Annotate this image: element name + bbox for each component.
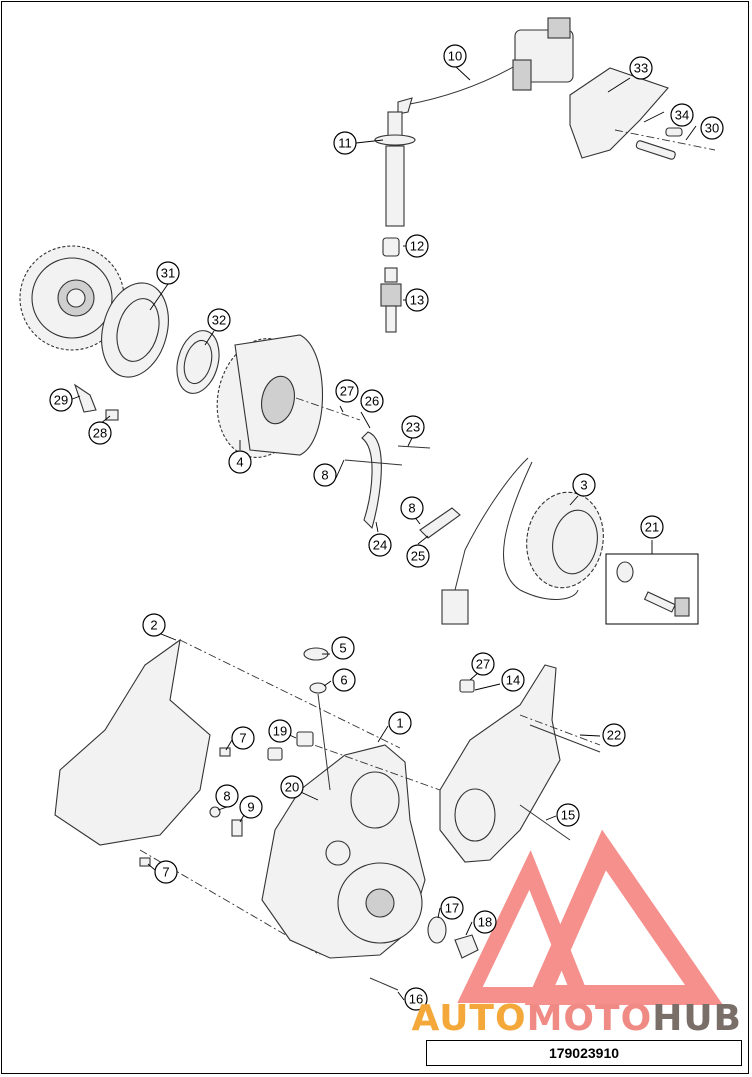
svg-text:9: 9 xyxy=(247,800,254,815)
svg-text:21: 21 xyxy=(645,520,659,535)
watermark-logo: AUTOMOTOHUB xyxy=(411,998,742,1039)
bearing-ring xyxy=(176,330,220,394)
spark-plug-connector xyxy=(374,97,416,227)
callout-1: 1 xyxy=(388,711,412,735)
callout-20: 20 xyxy=(280,775,304,799)
callout-29: 29 xyxy=(49,388,73,412)
callout-27a: 27 xyxy=(335,379,359,403)
svg-text:8: 8 xyxy=(223,789,230,804)
callout-14: 14 xyxy=(501,668,525,692)
svg-text:17: 17 xyxy=(445,901,459,916)
callout-8a: 8 xyxy=(313,463,337,487)
coil-bracket xyxy=(569,67,716,160)
callout-28: 28 xyxy=(88,421,112,445)
callout-16: 16 xyxy=(404,987,428,1011)
callout-7b: 7 xyxy=(154,860,178,884)
ignition-cover xyxy=(261,739,441,959)
svg-text:5: 5 xyxy=(339,641,346,656)
svg-text:1: 1 xyxy=(396,716,403,731)
callout-10: 10 xyxy=(443,44,467,68)
starter-gear xyxy=(19,245,125,351)
callout-15: 15 xyxy=(556,803,580,827)
freewheel xyxy=(101,282,169,378)
svg-text:33: 33 xyxy=(634,61,648,76)
watermark-hub: HUB xyxy=(652,998,742,1039)
svg-text:8: 8 xyxy=(408,501,415,516)
svg-text:28: 28 xyxy=(93,426,107,441)
callout-9: 9 xyxy=(239,795,263,819)
svg-text:32: 32 xyxy=(212,313,226,328)
svg-text:25: 25 xyxy=(411,549,425,564)
svg-text:31: 31 xyxy=(161,266,175,281)
svg-text:11: 11 xyxy=(338,136,352,151)
callout-21: 21 xyxy=(640,515,664,539)
callout-22: 22 xyxy=(602,723,626,747)
callout-2: 2 xyxy=(142,613,166,637)
svg-text:26: 26 xyxy=(365,394,379,409)
watermark-auto: AUTO xyxy=(411,998,527,1039)
callout-23: 23 xyxy=(401,415,425,439)
callout-33: 33 xyxy=(629,56,653,80)
callout-13: 13 xyxy=(405,288,429,312)
callout-7a: 7 xyxy=(231,726,255,750)
rotor xyxy=(216,334,361,458)
svg-text:12: 12 xyxy=(410,239,424,254)
svg-text:27: 27 xyxy=(340,384,354,399)
svg-text:14: 14 xyxy=(506,673,520,688)
svg-text:8: 8 xyxy=(321,468,328,483)
callout-5: 5 xyxy=(331,636,355,660)
svg-text:13: 13 xyxy=(410,293,424,308)
callout-12: 12 xyxy=(405,234,429,258)
document-number: 179023910 xyxy=(426,1040,742,1066)
svg-text:3: 3 xyxy=(580,478,587,493)
svg-text:30: 30 xyxy=(705,121,719,136)
svg-text:4: 4 xyxy=(236,455,243,470)
callout-3: 3 xyxy=(572,473,596,497)
svg-text:7: 7 xyxy=(239,731,246,746)
svg-text:22: 22 xyxy=(607,728,621,743)
callout-32: 32 xyxy=(207,308,231,332)
leader-lines xyxy=(69,65,697,1001)
svg-text:19: 19 xyxy=(273,724,287,739)
callout-27b: 27 xyxy=(471,652,495,676)
svg-text:23: 23 xyxy=(406,420,420,435)
pump-cover xyxy=(439,664,601,863)
callout-8c: 8 xyxy=(215,784,239,808)
svg-text:24: 24 xyxy=(373,538,387,553)
callout-34: 34 xyxy=(670,103,694,127)
small-parts xyxy=(73,383,601,991)
callout-18: 18 xyxy=(473,910,497,934)
callout-30: 30 xyxy=(700,116,724,140)
ignition-coil-assembly xyxy=(404,17,574,106)
callout-26: 26 xyxy=(360,389,384,413)
callout-24: 24 xyxy=(368,533,392,557)
callout-19: 19 xyxy=(268,719,292,743)
svg-text:10: 10 xyxy=(448,49,462,64)
spark-plug xyxy=(380,237,402,333)
callout-25: 25 xyxy=(406,544,430,568)
svg-text:16: 16 xyxy=(409,992,423,1007)
callout-17: 17 xyxy=(440,896,464,920)
watermark-moto: MOTO xyxy=(526,998,653,1039)
stator xyxy=(441,457,604,625)
svg-text:34: 34 xyxy=(675,108,689,123)
callout-8b: 8 xyxy=(400,496,424,520)
svg-text:2: 2 xyxy=(150,618,157,633)
chain-guides xyxy=(344,431,461,539)
callout-4: 4 xyxy=(228,450,252,474)
watermark-triangle xyxy=(457,829,724,1005)
svg-text:15: 15 xyxy=(561,808,575,823)
callout-6: 6 xyxy=(332,668,356,692)
svg-text:20: 20 xyxy=(285,780,299,795)
detail-box xyxy=(605,540,699,625)
callout-31: 31 xyxy=(156,261,180,285)
svg-text:6: 6 xyxy=(340,673,347,688)
svg-text:29: 29 xyxy=(54,393,68,408)
svg-text:7: 7 xyxy=(162,865,169,880)
svg-text:18: 18 xyxy=(478,915,492,930)
callout-11: 11 xyxy=(333,131,357,155)
svg-text:27: 27 xyxy=(476,657,490,672)
